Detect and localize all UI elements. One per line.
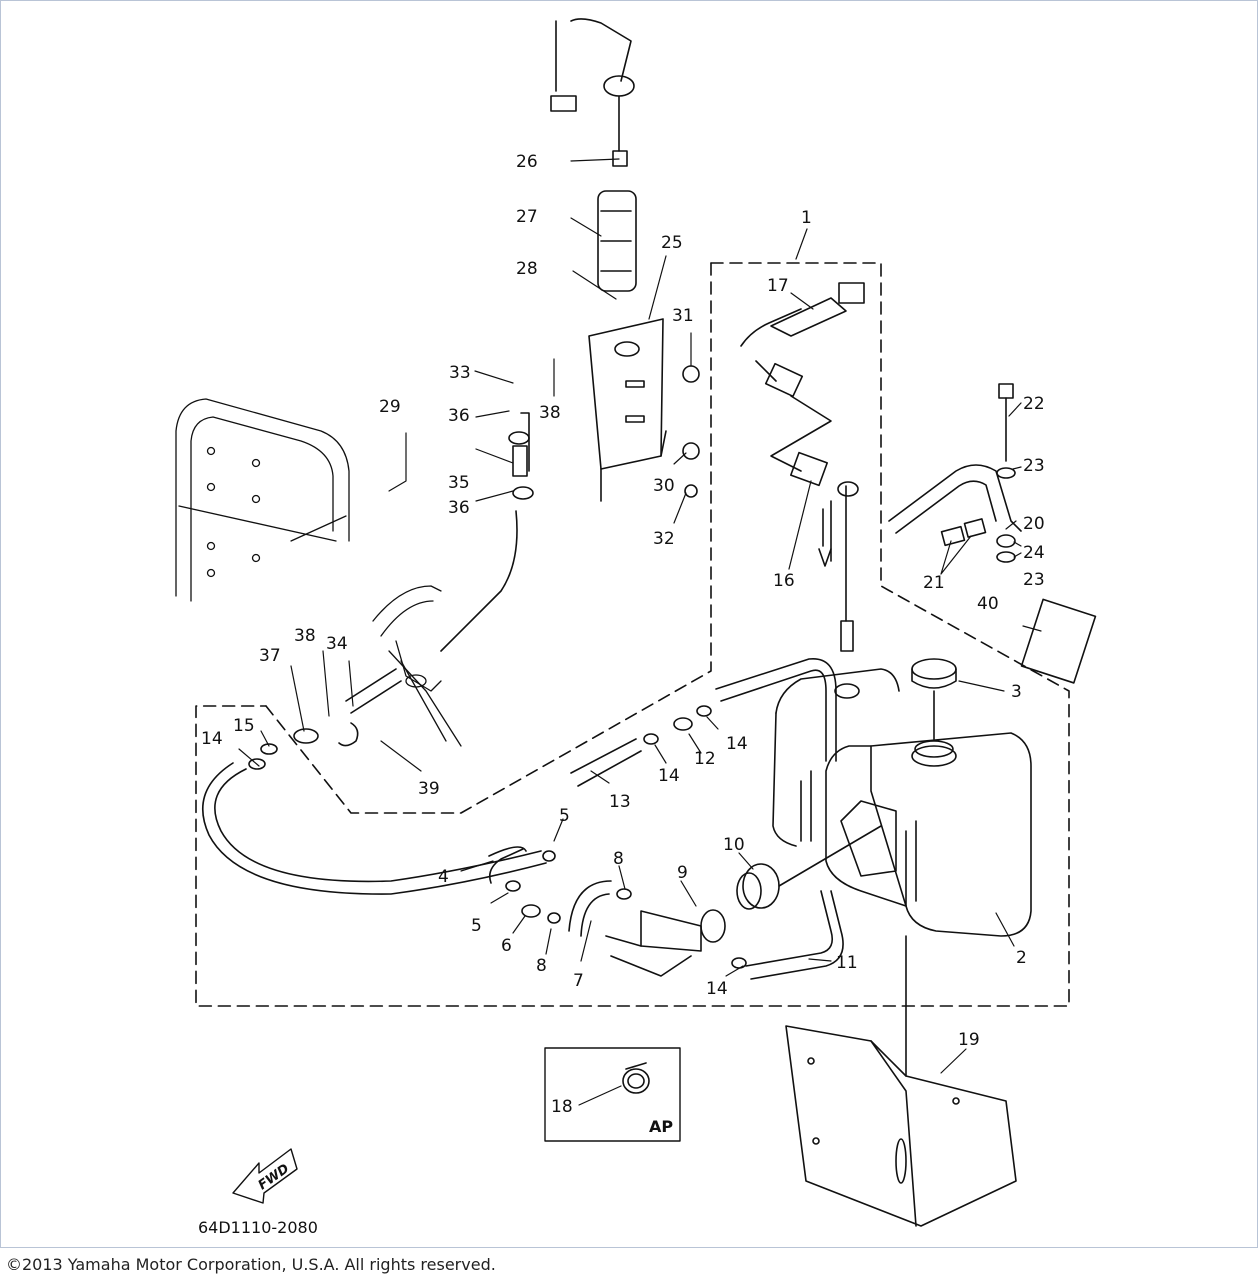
filler-neck xyxy=(736,825,882,910)
callout-6: 6 xyxy=(501,936,512,956)
copyright-text: ©2013 Yamaha Motor Corporation, U.S.A. A… xyxy=(6,1255,496,1274)
hoses xyxy=(201,412,844,980)
callout-2: 2 xyxy=(1016,948,1027,968)
callout-29: 29 xyxy=(379,397,401,417)
footer: ©2013 Yamaha Motor Corporation, U.S.A. A… xyxy=(0,1247,1258,1279)
fittings xyxy=(248,431,747,969)
callout-19: 19 xyxy=(958,1030,980,1050)
callout-5b: 5 xyxy=(471,916,482,936)
callout-21: 21 xyxy=(923,573,945,593)
leader-lines xyxy=(238,158,1042,1106)
callout-8a: 8 xyxy=(536,956,547,976)
callout-36a: 36 xyxy=(448,406,470,426)
callout-labels: 1 2 3 4 5 5 6 7 8 8 9 10 11 12 13 14 14 … xyxy=(198,152,1045,1237)
callout-31: 31 xyxy=(672,306,694,326)
callout-35: 35 xyxy=(448,473,470,493)
callout-3: 3 xyxy=(1011,682,1022,702)
callout-28: 28 xyxy=(516,259,538,279)
engine-bracket xyxy=(372,585,462,747)
decal xyxy=(1020,598,1097,684)
callout-7: 7 xyxy=(573,971,584,991)
oil-pump xyxy=(605,909,726,977)
callout-23b: 23 xyxy=(1023,570,1045,590)
inset-box xyxy=(544,1047,681,1142)
callout-14b: 14 xyxy=(658,766,680,786)
tank-bracket xyxy=(888,383,1022,563)
callout-11: 11 xyxy=(836,953,858,973)
fwd-arrow xyxy=(232,1148,298,1204)
callout-10: 10 xyxy=(723,835,745,855)
inset-ap-label: AP xyxy=(649,1117,673,1136)
callout-36b: 36 xyxy=(448,498,470,518)
callout-23a: 23 xyxy=(1023,456,1045,476)
callout-30: 30 xyxy=(653,476,675,496)
callout-24: 24 xyxy=(1023,543,1045,563)
clamp-18 xyxy=(622,1062,650,1094)
callout-18: 18 xyxy=(551,1097,573,1117)
level-sensor xyxy=(740,282,865,699)
parts-diagram: 1 2 3 4 5 5 6 7 8 8 9 10 11 12 13 14 14 … xyxy=(175,18,1097,1237)
callout-34: 34 xyxy=(326,634,348,654)
sensor-wire xyxy=(550,18,635,167)
callout-12: 12 xyxy=(694,749,716,769)
mounting-bracket xyxy=(785,935,1017,1227)
callout-40: 40 xyxy=(977,594,999,614)
callout-22: 22 xyxy=(1023,394,1045,414)
callout-14d: 14 xyxy=(706,979,728,999)
assembly-boundary-1 xyxy=(195,262,1070,1007)
callout-13: 13 xyxy=(609,792,631,812)
callout-39: 39 xyxy=(418,779,440,799)
callout-14c: 14 xyxy=(726,734,748,754)
callout-4: 4 xyxy=(438,867,449,887)
callout-38a: 38 xyxy=(539,403,561,423)
oil-tank xyxy=(772,668,1032,937)
callout-33: 33 xyxy=(449,363,471,383)
callout-9: 9 xyxy=(677,863,688,883)
callout-27: 27 xyxy=(516,207,538,227)
callout-16: 16 xyxy=(773,571,795,591)
callout-38b: 38 xyxy=(294,626,316,646)
tank-cap xyxy=(911,658,957,767)
engine-cowling xyxy=(175,398,350,602)
diagram-code: 64D1110-2080 xyxy=(198,1218,318,1237)
callout-8b: 8 xyxy=(613,849,624,869)
callout-32: 32 xyxy=(653,529,675,549)
callout-26: 26 xyxy=(516,152,538,172)
callout-17: 17 xyxy=(767,276,789,296)
callout-25: 25 xyxy=(661,233,683,253)
callout-15: 15 xyxy=(233,716,255,736)
callout-5a: 5 xyxy=(559,806,570,826)
callout-20: 20 xyxy=(1023,514,1045,534)
callout-1: 1 xyxy=(801,208,812,228)
callout-37: 37 xyxy=(259,646,281,666)
callout-14a: 14 xyxy=(201,729,223,749)
fwd-label: FWD xyxy=(256,1161,293,1193)
